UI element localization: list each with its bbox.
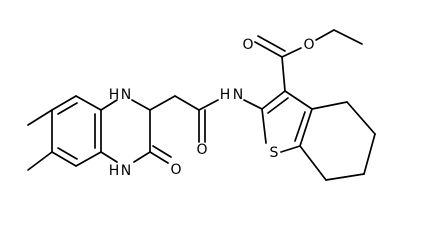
bond-amide-c-n <box>198 99 219 111</box>
bond-benzene-5-inner <box>57 147 78 160</box>
bond-ring-c3-n4 <box>133 151 151 163</box>
bond-methyl-bottom <box>27 151 53 171</box>
bond-ring-n4-c4a <box>100 151 118 163</box>
bond-thio-c2-c3 <box>261 90 286 110</box>
bond-benzene-1-inner <box>57 102 78 115</box>
bond-c3-ester-c <box>281 56 286 92</box>
bond-thio-c2-c3-inner <box>267 97 289 114</box>
bond-cyclo-5 <box>299 145 327 181</box>
atom-label-n-quinox-bottom: N <box>121 163 131 179</box>
atom-label-n-quinox-top: N <box>121 87 131 103</box>
bond-ester-co-2 <box>257 35 286 52</box>
bond-benzene-4 <box>75 151 102 167</box>
bond-ring-c8a-n1 <box>100 99 118 111</box>
bond-benzene-2 <box>75 95 102 111</box>
atom-label-h-quinox-bottom: H <box>109 163 120 179</box>
bond-ethyl-ch2-ch3 <box>333 29 363 45</box>
bond-lactam-co-1 <box>149 151 169 164</box>
atom-label-h-quinox-top: H <box>109 87 120 103</box>
atom-label-s-thiophene: S <box>270 145 279 161</box>
bond-cyclo-4 <box>325 173 365 181</box>
bond-thio-c3a-c7a-inner <box>294 111 306 142</box>
bond-lactam-co-2 <box>152 145 172 158</box>
molecule-structure-diagram: O O H N H N O O H N S <box>27 29 376 181</box>
bond-methyl-top <box>27 109 53 126</box>
atom-label-o-lactam: O <box>170 162 181 178</box>
bond-ester-o-ch2 <box>315 29 335 41</box>
atom-label-n-amide: N <box>233 87 243 103</box>
bond-thio-s-c2 <box>261 108 267 144</box>
atom-label-o-amide: O <box>196 142 207 158</box>
bond-benzene-5 <box>51 151 77 167</box>
bond-cyclo-3 <box>363 133 376 175</box>
atom-label-o-ester-ether: O <box>303 37 314 53</box>
bond-benzene-1 <box>51 95 77 111</box>
bond-cyclo-1 <box>311 101 348 110</box>
bond-lines <box>27 29 376 181</box>
atom-label-h-amide: H <box>220 87 231 103</box>
bond-amide-n-thiophene <box>243 99 263 110</box>
bond-thio-c3-c3a <box>284 90 313 110</box>
bond-cyclo-2 <box>346 101 376 135</box>
atom-labels: O O H N H N O O H N S <box>109 37 315 179</box>
bond-thio-c3a-c7a <box>299 108 313 147</box>
atom-label-o-ester-carbonyl: O <box>242 37 253 53</box>
bond-ester-co-1 <box>254 41 283 58</box>
bond-c2-ch2 <box>149 95 176 111</box>
bond-ester-c-o <box>281 47 302 58</box>
bond-ring-n1-c2 <box>131 99 151 111</box>
bond-ch2-amide-c <box>174 95 200 111</box>
bond-thio-c7a-s <box>280 145 301 153</box>
